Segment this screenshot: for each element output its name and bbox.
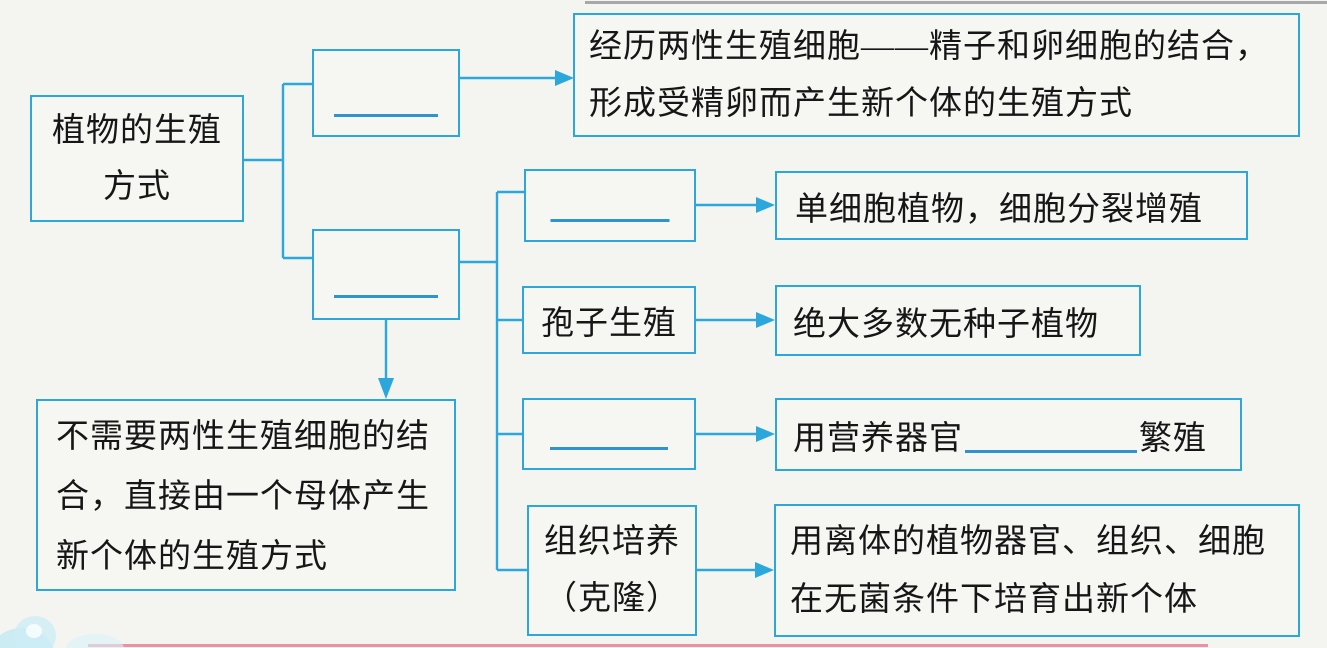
- asexual-description-line2: 合，直接由一个母体产生: [56, 479, 430, 515]
- arrowhead-type1: [756, 197, 775, 213]
- asexual-blank-box: [312, 229, 460, 320]
- tissue-culture-result-box: 用离体的植物器官、组织、细胞 在无菌条件下培育出新个体: [774, 504, 1300, 637]
- sexual-description-line1: 经历两性生殖细胞——精子和卵细胞的结合，: [589, 29, 1269, 65]
- tissue-culture-label-line1: 组织培养: [544, 523, 680, 560]
- root-box: 植物的生殖 方式: [30, 95, 244, 222]
- blank-line: [334, 114, 438, 117]
- tissue-culture-label-line2: （克隆）: [544, 580, 680, 617]
- blank-line: [550, 447, 668, 450]
- arrowhead-type2: [756, 312, 775, 328]
- blank-line: [965, 416, 1137, 454]
- branch-line-asexual: [460, 190, 527, 572]
- tissue-culture-label-box: 组织培养 （克隆）: [527, 505, 697, 636]
- arrowhead-asexual-down: [378, 378, 394, 399]
- arrowhead-sexual: [555, 70, 574, 86]
- arrowhead-type3: [756, 426, 775, 442]
- fission-result-text: 单细胞植物，细胞分裂增殖: [795, 191, 1203, 228]
- spore-label-text: 孢子生殖: [541, 306, 677, 342]
- root-label-line2: 方式: [103, 168, 171, 205]
- arrowhead-type4: [755, 562, 774, 578]
- asexual-description-line1: 不需要两性生殖细胞的结: [56, 419, 430, 455]
- vegetative-result-prefix: 用营养器官: [793, 420, 963, 457]
- scan-artifact-bottom-line: [88, 644, 1208, 647]
- spore-label-box: 孢子生殖: [522, 286, 696, 354]
- branch-line-root: [244, 82, 312, 260]
- watermark-blob: [26, 624, 42, 638]
- root-label-line1: 植物的生殖: [52, 112, 222, 149]
- spore-result-box: 绝大多数无种子植物: [775, 285, 1141, 356]
- fission-result-box: 单细胞植物，细胞分裂增殖: [775, 171, 1248, 240]
- vegetative-result-suffix: 繁殖: [1139, 420, 1207, 457]
- blank-line: [550, 219, 670, 222]
- tissue-culture-result-line1: 用离体的植物器官、组织、细胞: [790, 524, 1266, 560]
- asexual-description-line3: 新个体的生殖方式: [56, 539, 328, 575]
- vegetative-blank-box: [522, 398, 696, 470]
- blank-line: [334, 295, 438, 298]
- tissue-culture-result-line2: 在无菌条件下培育出新个体: [790, 582, 1198, 618]
- sexual-description-box: 经历两性生殖细胞——精子和卵细胞的结合， 形成受精卵而产生新个体的生殖方式: [573, 13, 1300, 137]
- sexual-description-line2: 形成受精卵而产生新个体的生殖方式: [589, 86, 1133, 122]
- sexual-blank-box: [312, 49, 460, 137]
- asexual-description-box: 不需要两性生殖细胞的结 合，直接由一个母体产生 新个体的生殖方式: [36, 399, 456, 591]
- fission-blank-box: [524, 169, 696, 242]
- vegetative-result-box: 用营养器官 繁殖: [775, 398, 1242, 471]
- scan-artifact-top-line: [585, 1, 1327, 4]
- watermark-blob: [66, 634, 124, 648]
- spore-result-text: 绝大多数无种子植物: [793, 306, 1099, 343]
